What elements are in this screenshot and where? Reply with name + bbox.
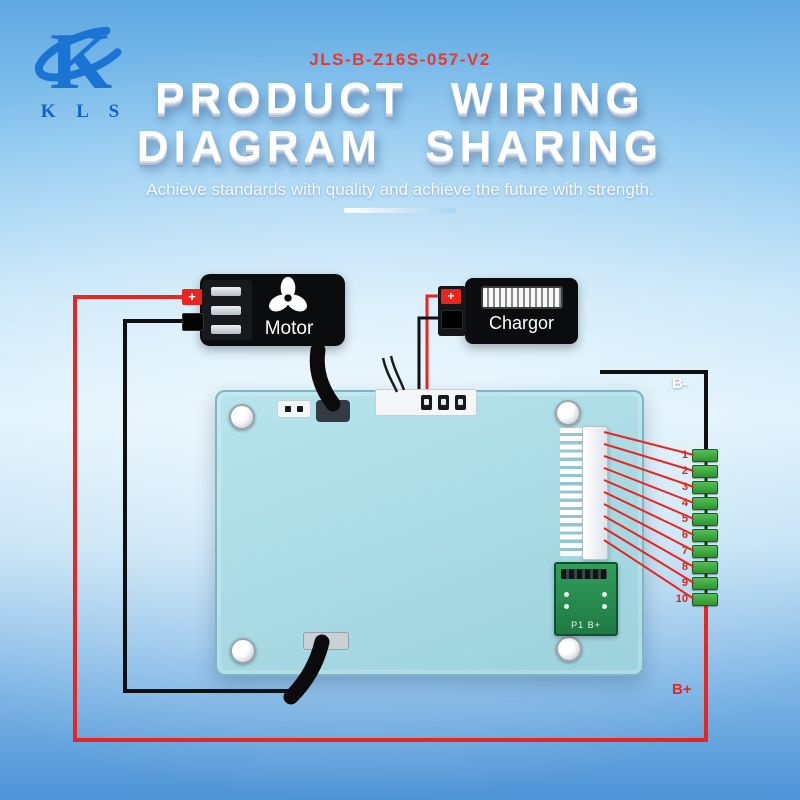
balance-resistor [692, 464, 718, 478]
b-minus-label: B- [672, 375, 688, 392]
cell-row: 10 [664, 591, 722, 607]
cell-number-label: 10 [675, 593, 688, 605]
charger-connector: + [438, 286, 466, 336]
motor-connector [202, 280, 252, 340]
balance-resistor [692, 512, 718, 526]
ntc-sensor-wire [389, 355, 406, 391]
pcb-silkscreen-label: P1 B+ [571, 620, 601, 630]
connector-teeth [560, 428, 586, 556]
balance-resistor [692, 560, 718, 574]
solder-pad [602, 592, 607, 597]
charger-positive-tab: + [441, 289, 461, 304]
cell-number-label: 4 [681, 497, 688, 509]
connector-chip [421, 395, 432, 410]
balance-wire-connector [560, 426, 608, 560]
cell-row: 9 [664, 575, 722, 591]
title-line-1: PRODUCT WIRING [155, 74, 645, 123]
cell-row: 8 [664, 559, 722, 575]
balance-resistor [692, 480, 718, 494]
cell-row: 4 [664, 495, 722, 511]
cell-number-label: 2 [681, 465, 688, 477]
cell-row: 7 [664, 543, 722, 559]
led-bar-display [481, 286, 563, 309]
charger-negative-tab [441, 310, 463, 329]
balance-resistor [692, 448, 718, 462]
motor-pin [211, 287, 241, 296]
motor-module: + Motor [182, 274, 345, 346]
connector-chip [455, 395, 466, 410]
connector-body [582, 426, 608, 560]
cell-row: 2 [664, 463, 722, 479]
charger-label: Chargor [488, 313, 555, 333]
solder-pad [602, 604, 607, 609]
motor-pin [211, 306, 241, 315]
title-line-2: DIAGRAM SHARING [136, 122, 664, 171]
motor-positive-tab: + [182, 289, 202, 305]
cell-number-label: 7 [681, 545, 688, 557]
svg-text:K: K [50, 18, 112, 104]
connector-pin [285, 406, 291, 412]
cell-number-label: 8 [681, 561, 688, 573]
cell-number-label: 3 [681, 481, 688, 493]
title-underline [344, 208, 456, 213]
fan-icon [269, 276, 307, 312]
solder-pad [564, 604, 569, 609]
cell-row: 3 [664, 479, 722, 495]
cell-row: 5 [664, 511, 722, 527]
cell-number-label: 5 [681, 513, 688, 525]
model-number: JLS-B-Z16S-057-V2 [309, 50, 491, 69]
screw-icon [556, 636, 582, 662]
connector-chip [438, 395, 449, 410]
motor-label: Motor [264, 318, 314, 339]
balance-resistor [692, 528, 718, 542]
logo-text: K L S [40, 101, 128, 122]
motor-negative-tab [182, 313, 204, 331]
balance-resistor [692, 576, 718, 590]
balance-resistor [692, 496, 718, 510]
screw-icon [229, 404, 255, 430]
cell-number-label: 1 [681, 449, 688, 461]
bms-board: P1 B+ [215, 389, 644, 676]
cell-number-label: 9 [681, 577, 688, 589]
charger-module: + Chargor [438, 278, 578, 344]
kls-swoosh-icon: K [34, 18, 130, 106]
cell-number-label: 6 [681, 529, 688, 541]
balance-resistor [692, 592, 718, 606]
sensor-connector-strip [375, 389, 477, 416]
ntc-sensor-wire [381, 357, 399, 393]
screw-icon [555, 400, 581, 426]
subtitle: Achieve standards with quality and achie… [146, 180, 654, 199]
solder-pad [564, 592, 569, 597]
b-plus-label: B+ [672, 681, 692, 698]
balance-cell-column: 1 2 3 4 5 6 7 8 9 10 [664, 447, 722, 607]
sub-pcb: P1 B+ [554, 562, 618, 636]
motor-pin [211, 325, 241, 334]
brand-logo: K K L S [24, 8, 136, 123]
balance-resistor [692, 544, 718, 558]
screw-icon [230, 638, 256, 664]
connector-pin [297, 406, 303, 412]
cell-row: 6 [664, 527, 722, 543]
pin-header [561, 569, 607, 579]
cell-row: 1 [664, 447, 722, 463]
main-cable-socket-bottom [303, 632, 349, 650]
main-cable-socket-top [316, 400, 350, 422]
small-connector [277, 400, 311, 418]
